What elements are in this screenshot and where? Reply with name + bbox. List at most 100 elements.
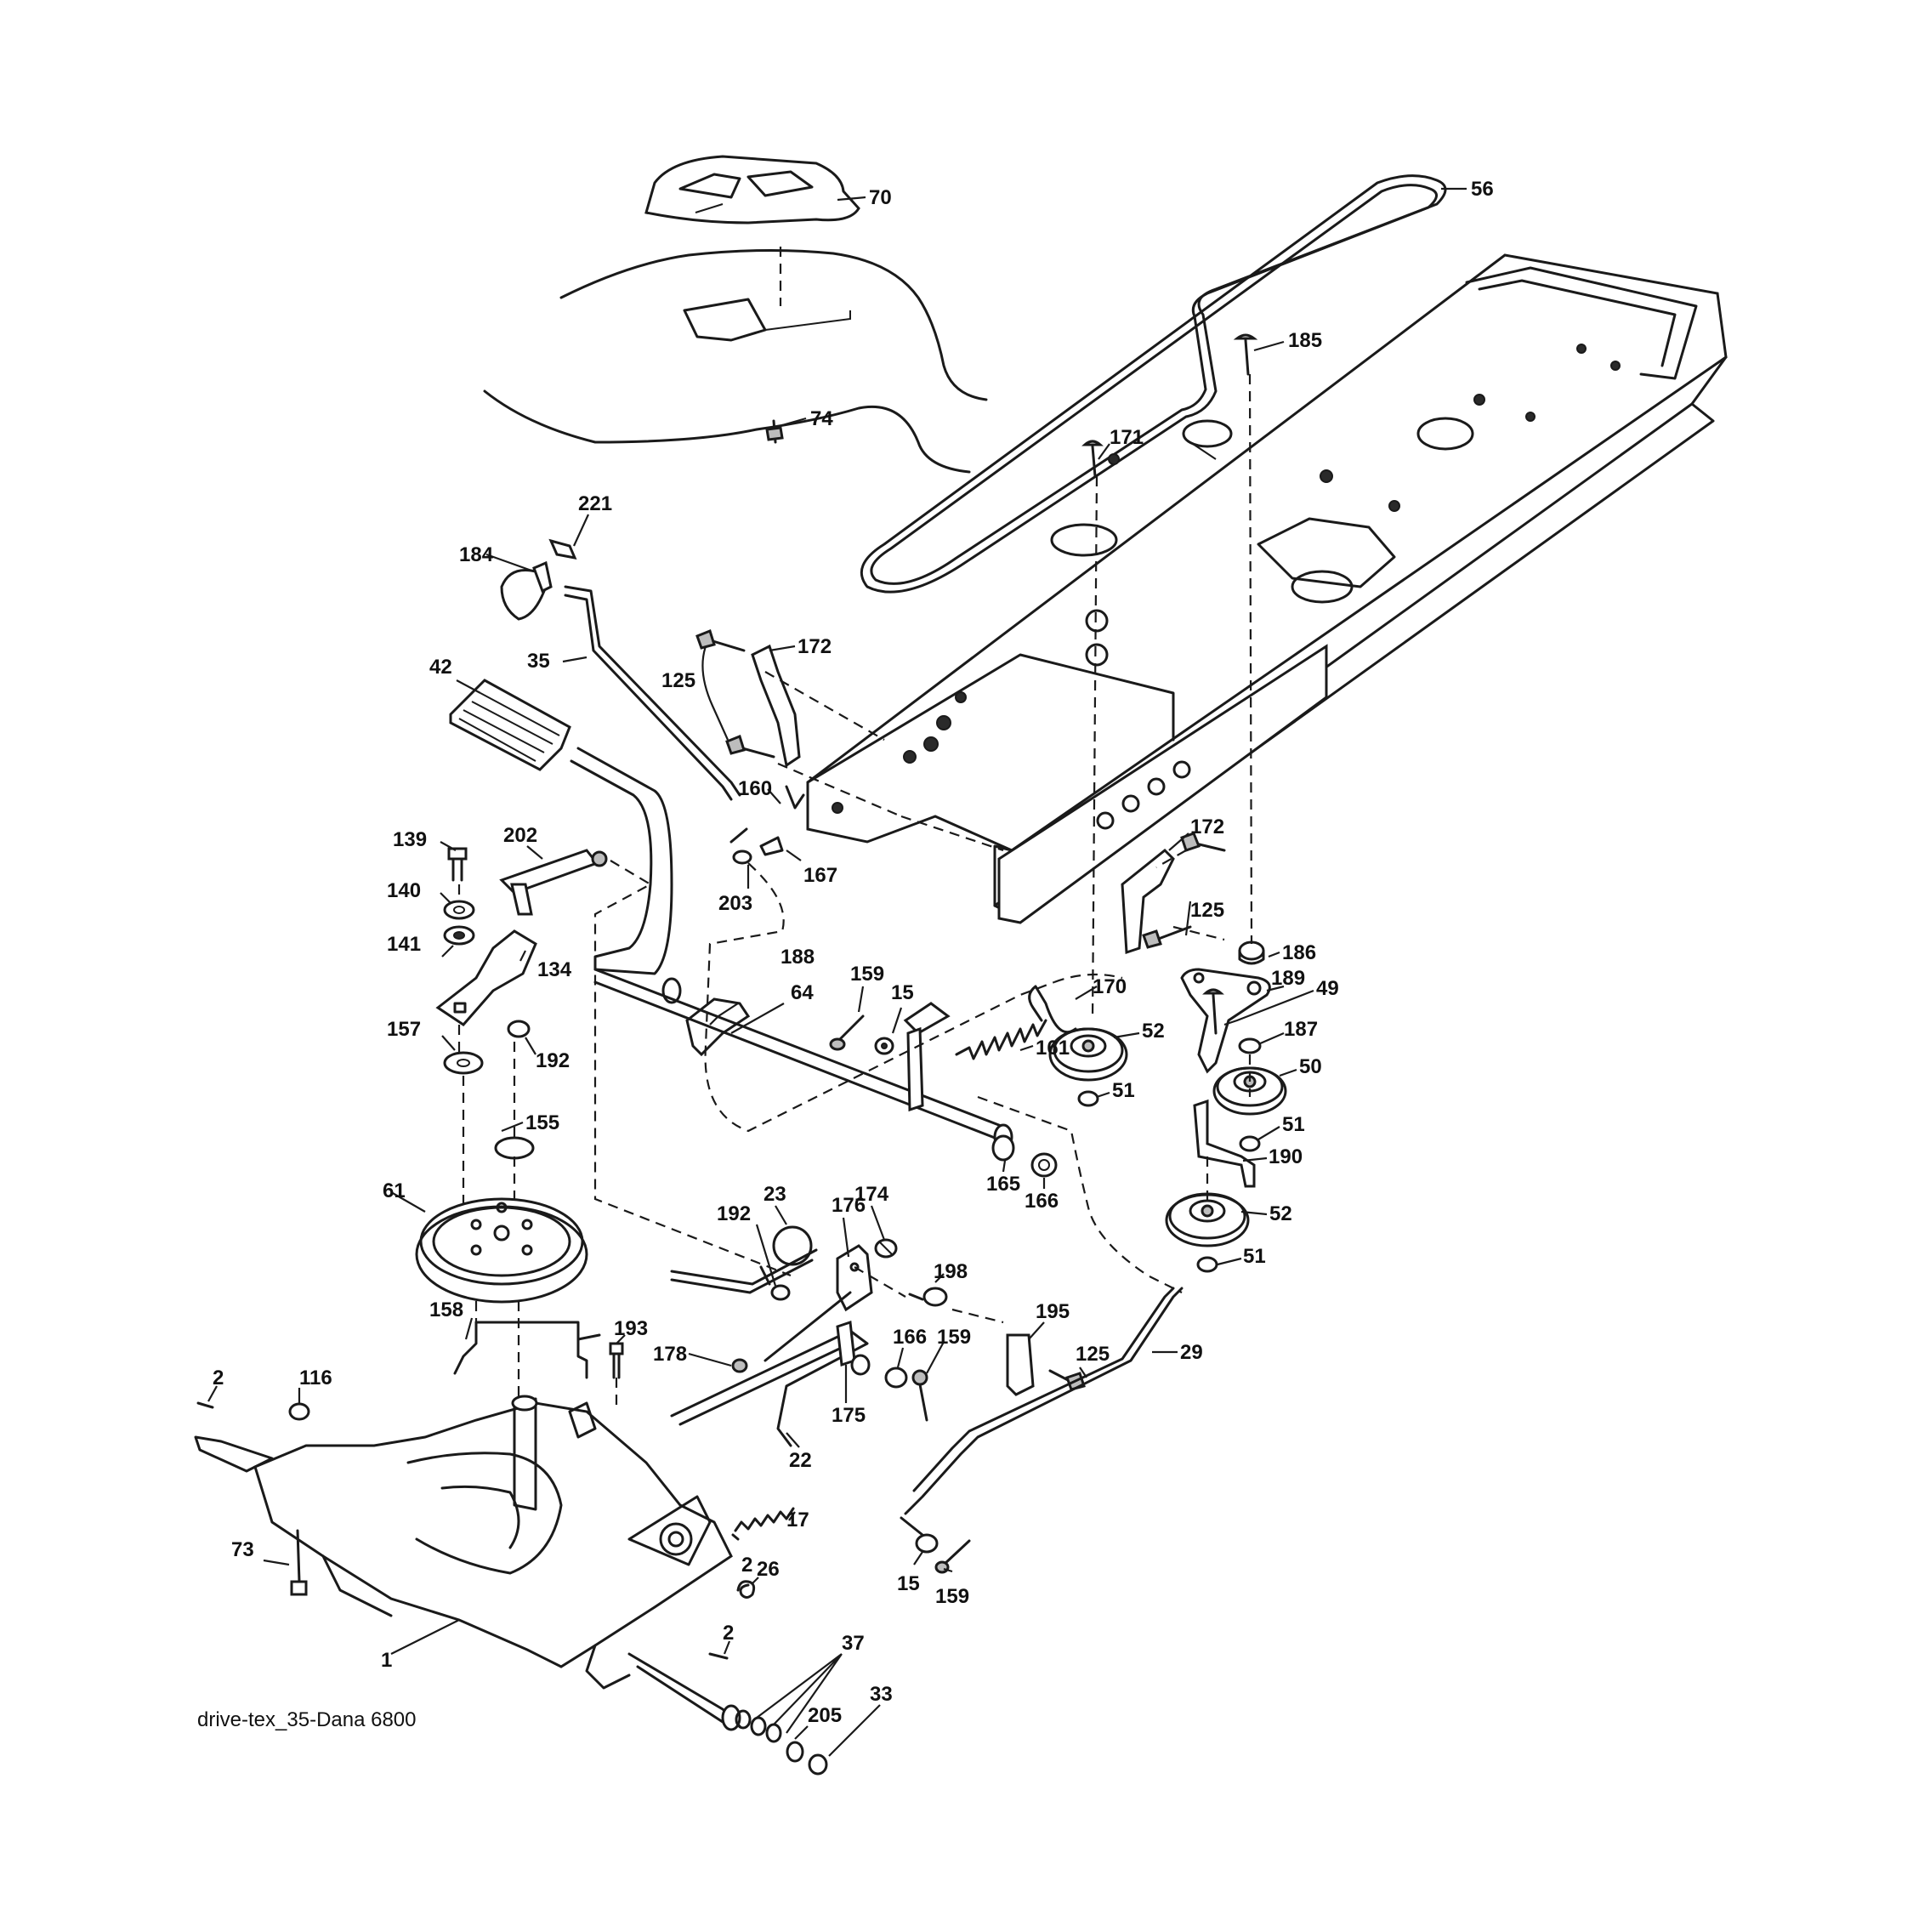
- callout-50: 50: [1299, 1055, 1322, 1078]
- bolt-125-part: [695, 629, 1226, 949]
- callout-166-upper: 166: [1025, 1190, 1059, 1213]
- clip-160-part: [785, 785, 805, 810]
- lower-frame-rail-part: [997, 644, 1328, 924]
- callout-15-upper: 15: [891, 981, 914, 1004]
- callout-159-lower: 159: [935, 1585, 969, 1608]
- callout-2-middle: 2: [741, 1554, 752, 1577]
- callout-170: 170: [1093, 975, 1127, 998]
- diagram-caption: drive-tex_35-Dana 6800: [197, 1708, 417, 1731]
- nut-51-middle-part: [1239, 1135, 1261, 1152]
- bolt-159-middle-part: [911, 1369, 928, 1422]
- callout-174: 174: [854, 1183, 889, 1206]
- callout-192-upper: 192: [536, 1049, 570, 1072]
- callout-161: 161: [1036, 1037, 1070, 1060]
- callout-171: 171: [1110, 426, 1144, 449]
- rod-29-part: [900, 1287, 1184, 1537]
- spacer-186-part: [1238, 940, 1265, 965]
- callout-52-lower: 52: [1269, 1202, 1292, 1225]
- callout-190: 190: [1269, 1145, 1303, 1168]
- callout-175: 175: [832, 1404, 866, 1427]
- callout-2-upper: 2: [213, 1367, 224, 1389]
- callout-193: 193: [614, 1317, 648, 1340]
- bolt-198-part: [908, 1287, 948, 1307]
- callout-202: 202: [503, 824, 537, 847]
- bolt-178-part: [731, 1358, 748, 1373]
- callout-141: 141: [387, 933, 421, 956]
- callout-51-middle: 51: [1282, 1113, 1305, 1136]
- bolt-193-part: [609, 1342, 624, 1379]
- washer-203-part: [729, 827, 752, 865]
- callout-189: 189: [1271, 967, 1305, 990]
- callout-17: 17: [786, 1509, 809, 1531]
- callout-184: 184: [459, 543, 494, 566]
- bracket-176-part: [836, 1244, 873, 1312]
- callout-140: 140: [387, 879, 421, 902]
- pin-2-lower-part: [708, 1652, 729, 1660]
- snap-ring-155-part: [494, 1136, 535, 1160]
- washer-141-part: [443, 925, 475, 946]
- pedal-pad-42-part: [449, 679, 571, 771]
- callout-1: 1: [381, 1649, 392, 1672]
- bracket-172-upper-part: [751, 644, 801, 768]
- washer-157-part: [443, 1051, 484, 1075]
- washer-140-part: [443, 900, 475, 920]
- callout-186: 186: [1282, 941, 1316, 964]
- shaft-202-part: [499, 849, 608, 916]
- spring-161-part: [955, 985, 1077, 1060]
- callout-49: 49: [1316, 977, 1339, 1000]
- spring-17-part: [731, 1507, 795, 1541]
- callout-125-bottom: 125: [1076, 1343, 1110, 1366]
- callout-2-lower: 2: [723, 1622, 734, 1645]
- callout-51-lower: 51: [1243, 1245, 1266, 1268]
- callout-labels: 56 70 185 74 171 221 184 172 35 125 42 1…: [213, 178, 1494, 1727]
- callout-52-upper: 52: [1142, 1020, 1165, 1043]
- callout-73: 73: [231, 1538, 254, 1561]
- callout-29: 29: [1180, 1341, 1203, 1364]
- clip-167-part: [759, 836, 784, 856]
- callout-172-lower: 172: [1190, 815, 1224, 838]
- pulley-61-part: [415, 1197, 588, 1304]
- washer-205-part: [786, 1741, 804, 1763]
- nut-192-lower-part: [770, 1284, 791, 1301]
- callout-139: 139: [393, 828, 427, 851]
- callout-195: 195: [1036, 1300, 1070, 1323]
- bolt-49-part: [1202, 988, 1224, 1035]
- callout-172-upper: 172: [798, 635, 832, 658]
- callout-26: 26: [757, 1558, 780, 1581]
- bracket-158-part: [453, 1321, 601, 1379]
- pulley-52-lower-part: [1165, 1192, 1250, 1247]
- bracket-190-part: [1193, 1099, 1256, 1188]
- bracket-172-lower-part: [1121, 848, 1175, 955]
- callout-56: 56: [1471, 178, 1494, 201]
- callout-22: 22: [789, 1449, 812, 1472]
- callout-51-upper: 51: [1112, 1079, 1135, 1102]
- washer-187-part: [1238, 1037, 1262, 1054]
- screw-74-part: [765, 419, 784, 444]
- washer-15-lower-part: [915, 1533, 939, 1554]
- callout-35: 35: [527, 650, 550, 673]
- bolt-139-part: [447, 847, 468, 882]
- callout-33: 33: [870, 1683, 893, 1706]
- frame-rail-part: [806, 253, 1728, 920]
- shaft-arm-bracket-part: [903, 1002, 951, 1112]
- callout-64: 64: [791, 981, 814, 1004]
- callout-158: 158: [429, 1298, 463, 1321]
- assembly-lines: [457, 247, 1253, 1412]
- callout-203: 203: [718, 892, 752, 915]
- callout-166-lower: 166: [893, 1326, 927, 1349]
- lever-rod-35-part: [564, 585, 741, 801]
- callout-188: 188: [781, 946, 815, 969]
- bushing-165-part: [991, 1134, 1015, 1162]
- callout-37: 37: [842, 1632, 865, 1655]
- callout-42: 42: [429, 656, 452, 679]
- callout-165: 165: [986, 1173, 1020, 1196]
- ball-23-part: [772, 1225, 813, 1266]
- callout-23: 23: [763, 1183, 786, 1206]
- callout-221: 221: [578, 492, 612, 515]
- idler-bracket-189-part: [1180, 968, 1271, 1074]
- drive-belt-part: [860, 174, 1447, 594]
- callout-205: 205: [808, 1704, 842, 1727]
- bolt-171-part: [1081, 440, 1104, 478]
- callout-74: 74: [810, 407, 833, 430]
